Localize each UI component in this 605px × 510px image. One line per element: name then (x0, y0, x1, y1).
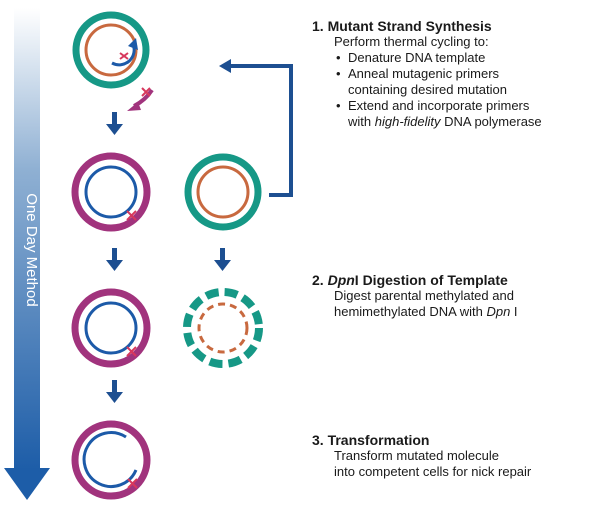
mutant-plasmid-step2 (71, 288, 151, 368)
mutant-inner-strand (84, 165, 138, 219)
step-2-number: 2. (312, 272, 324, 288)
cycle-back-arrow (219, 59, 293, 197)
step-2-title: 2. DpnI Digestion of Template (312, 272, 518, 288)
step-3-line1: Transform mutated molecule (334, 448, 499, 463)
mutant-plasmid-step1 (71, 152, 151, 232)
template-plasmid (184, 153, 262, 231)
timeline-arrowhead (4, 468, 50, 500)
primer-outer-arrowhead (127, 102, 141, 111)
mutation-mark-outer (141, 87, 151, 97)
text-run: hemimethylated DNA with (334, 304, 487, 319)
step-1-bullets: Denature DNA template Anneal mutagenic p… (334, 50, 542, 130)
digested-inner-strand (197, 302, 249, 354)
step-3-title-text: Transformation (327, 432, 430, 448)
step-2: 2. DpnI Digestion of Template Digest par… (312, 272, 518, 320)
mutation-mark (126, 346, 137, 357)
mutant-outer-strand (71, 420, 151, 500)
step-2-title-emphasis: Dpn (327, 272, 355, 288)
timeline-bar (14, 8, 40, 470)
step-2-line1: Digest parental methylated and (334, 288, 514, 303)
template-outer-strand (184, 153, 262, 231)
step-2-line2: hemimethylated DNA with Dpn I (334, 304, 518, 320)
text-run: I (510, 304, 518, 319)
mutation-mark-inner (119, 52, 129, 60)
bullet-item: Extend and incorporate primers with high… (334, 98, 542, 130)
one-day-method-label: One Day Method (23, 193, 40, 306)
down-arrow-right (214, 248, 231, 271)
down-arrow (106, 380, 123, 403)
step-3-number: 3. (312, 432, 324, 448)
text-run: with (348, 114, 375, 129)
bullet-text: Anneal mutagenic primers (348, 66, 500, 81)
bullet-text: Extend and incorporate primers (348, 98, 530, 113)
mutant-outer-strand (71, 152, 151, 232)
mutant-inner-strand-nicked (82, 431, 138, 488)
text-run: DNA polymerase (440, 114, 542, 129)
step-1-title-text: Mutant Strand Synthesis (327, 18, 492, 34)
step-3-title: 3. Transformation (312, 432, 531, 448)
plasmid-step1 (72, 11, 154, 111)
mutant-outer-strand (71, 288, 151, 368)
step-3: 3. Transformation Transform mutated mole… (312, 432, 531, 480)
step-2-title-text: I Digestion of Template (354, 272, 508, 288)
down-arrow (106, 112, 123, 135)
down-arrow (106, 248, 123, 271)
step-3-body: Transform mutated molecule into competen… (312, 448, 531, 480)
bullet-text-continued: containing desired mutation (348, 82, 507, 97)
bullet-text: Denature DNA template (348, 50, 486, 65)
step-1-intro: Perform thermal cycling to: (334, 34, 489, 49)
digested-outer-strand (183, 288, 263, 368)
step-1: 1. Mutant Strand Synthesis Perform therm… (312, 18, 542, 130)
mutation-mark (127, 478, 138, 489)
emphasis-text: Dpn (486, 304, 511, 319)
step-3-line2: into competent cells for nick repair (334, 464, 532, 479)
mutant-plasmid-step3 (71, 420, 151, 500)
mutation-mark (126, 210, 137, 221)
template-outer-strand (72, 11, 150, 89)
bullet-item: Anneal mutagenic primers containing desi… (334, 66, 542, 98)
primer-inner-arrowhead (128, 38, 138, 50)
bullet-item: Denature DNA template (334, 50, 542, 66)
bullet-text-continued: with high-fidelity DNA polymerase (348, 114, 542, 130)
digested-template (183, 288, 263, 368)
down-arrows-left (106, 112, 123, 403)
mutant-inner-strand (84, 301, 138, 355)
one-day-arrow: One Day Method (4, 8, 50, 500)
template-inner-strand (196, 165, 250, 219)
step-1-title: 1. Mutant Strand Synthesis (312, 18, 542, 34)
step-2-body: Digest parental methylated and hemimethy… (312, 288, 518, 320)
step-1-body: Perform thermal cycling to: Denature DNA… (312, 34, 542, 130)
template-inner-strand (84, 23, 138, 77)
emphasis-text: high-fidelity (374, 114, 441, 129)
step-1-number: 1. (312, 18, 324, 34)
